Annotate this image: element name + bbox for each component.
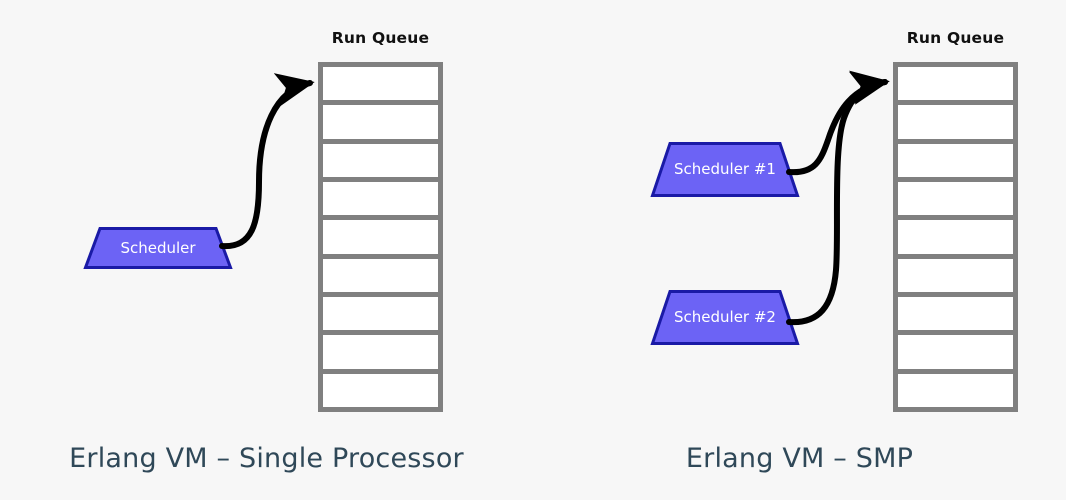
queue-cell [898, 181, 1013, 216]
scheduler-node-scheduler-2[interactable]: Scheduler #2 [650, 290, 800, 345]
queue-cell [898, 143, 1013, 177]
run-queue [318, 62, 443, 412]
queue-cell [898, 258, 1013, 292]
arrow-scheduler2-to-queue [786, 70, 890, 326]
queue-cell [898, 67, 1013, 101]
queue-cell [898, 296, 1013, 331]
scheduler-node-scheduler-1[interactable]: Scheduler #1 [650, 142, 800, 197]
arrow-scheduler-to-queue [219, 73, 315, 250]
queue-cell [898, 335, 1013, 369]
run-queue-title: Run Queue [331, 29, 430, 47]
arrow-layer [219, 73, 315, 250]
queue-cell [898, 373, 1013, 407]
trapezoid-shape [650, 142, 800, 197]
panel-caption: Erlang VM – Single Processor [69, 443, 464, 474]
trapezoid-shape [650, 290, 800, 345]
arrow-scheduler1-to-queue [786, 71, 890, 176]
scheduler-node-scheduler[interactable]: Scheduler [83, 227, 233, 269]
queue-cell [323, 181, 438, 216]
run-queue-title: Run Queue [906, 29, 1005, 47]
queue-cell [323, 67, 438, 101]
queue-cell [323, 373, 438, 407]
panel-smp: Run Queue Scheduler #1 Scheduler #2 [533, 0, 1066, 500]
trapezoid-shape [83, 227, 233, 269]
queue-cell [323, 105, 438, 139]
queue-cell [323, 220, 438, 254]
panel-single-processor: Run Queue Scheduler [69, 29, 464, 474]
panel-caption: Erlang VM – SMP [685, 443, 914, 474]
queue-cell [323, 335, 438, 369]
queue-cell [323, 258, 438, 292]
queue-cell [898, 220, 1013, 254]
queue-cell [898, 105, 1013, 139]
queue-cell [323, 143, 438, 177]
run-queue [893, 62, 1018, 412]
queue-cell [323, 296, 438, 331]
